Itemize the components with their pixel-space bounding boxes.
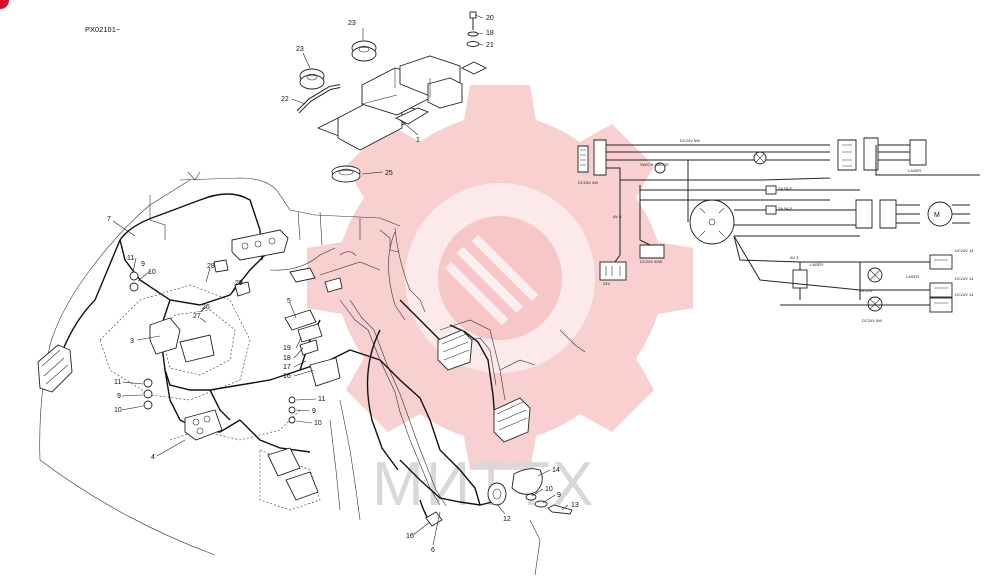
callout-9-a: 9 (141, 261, 145, 268)
schem-label-11: LASER (908, 168, 921, 173)
leader-lines (112, 14, 569, 546)
schem-label-3: DC24V 4W (578, 180, 598, 185)
callout-16-a: 16 (283, 373, 291, 380)
callout-23-top: 23 (348, 20, 356, 27)
schem-label-7: AV 3 (613, 214, 622, 219)
schem-label-5: DC24V 5W (862, 318, 882, 323)
relay-box-assembly (296, 11, 488, 183)
callout-10-c: 10 (314, 420, 322, 427)
callout-13: 13 (571, 502, 579, 509)
schem-label-13: LASER (906, 274, 919, 279)
schem-label-2: SWICH GAUGE (640, 162, 669, 167)
schem-label-6: 24V (603, 281, 610, 286)
callout-11-a: 11 (127, 255, 134, 262)
cab-and-harness (39, 171, 586, 576)
callout-26: 26 (202, 304, 210, 311)
callout-28: 28 (207, 263, 215, 270)
callout-21: 21 (486, 42, 494, 49)
corner-badge (0, 0, 9, 9)
svg-text:M: M (934, 212, 940, 219)
callout-18-b: 18 (283, 355, 291, 362)
callout-11-b: 11 (114, 379, 121, 386)
schematic-labels: DC24V 5W SWICH GAUGE DC24V 4W DC24V 40W … (578, 138, 974, 323)
callout-16-b: 16 (406, 533, 414, 540)
callout-18: 18 (486, 30, 494, 37)
callout-11-c: 11 (318, 396, 325, 403)
schem-label-4: DC24V 40W (640, 259, 662, 264)
callout-7: 7 (107, 216, 111, 223)
callout-9-d: 9 (557, 492, 561, 499)
harness-components (37, 229, 573, 527)
callout-3: 3 (130, 338, 134, 345)
callout-9-c: 9 (312, 408, 316, 415)
callout-25: 25 (385, 170, 393, 177)
callout-17: 17 (283, 364, 291, 371)
callout-10-b: 10 (114, 407, 122, 414)
callout-12: 12 (503, 516, 511, 523)
callout-14: 14 (552, 467, 560, 474)
schem-label-17: DC12V (860, 288, 873, 293)
schem-label-12: LASER (810, 262, 823, 267)
callout-23-left: 23 (296, 46, 304, 53)
schem-label-10: DC24V 14 (955, 292, 974, 297)
schem-label-9: DC24V 14 (955, 276, 974, 281)
callout-numbers: 20 18 21 23 23 22 1 25 7 11 9 10 28 29 2… (107, 15, 579, 554)
schem-label-8: DC24V 14 (955, 248, 974, 253)
serial-range: PX02101~ (85, 25, 121, 34)
wiring-schematic: M (577, 137, 980, 313)
schem-label-15: 3A 5A-F (778, 206, 793, 211)
callout-4: 4 (151, 454, 155, 461)
callout-22: 22 (281, 96, 289, 103)
callout-5: 5 (287, 298, 291, 305)
callout-27: 27 (193, 313, 201, 320)
schem-label-1: DC24V 5W (680, 138, 700, 143)
callout-1: 1 (416, 137, 420, 144)
callout-10-d: 10 (545, 486, 553, 493)
callout-19: 19 (283, 345, 291, 352)
callout-6: 6 (431, 547, 435, 554)
schem-label-14: 2A 5A-F (778, 186, 793, 191)
callout-10-a: 10 (148, 269, 156, 276)
callout-29: 29 (235, 280, 243, 287)
schem-label-16: AV 3 (790, 255, 799, 260)
callout-20: 20 (486, 15, 494, 22)
callout-9-b: 9 (117, 393, 121, 400)
